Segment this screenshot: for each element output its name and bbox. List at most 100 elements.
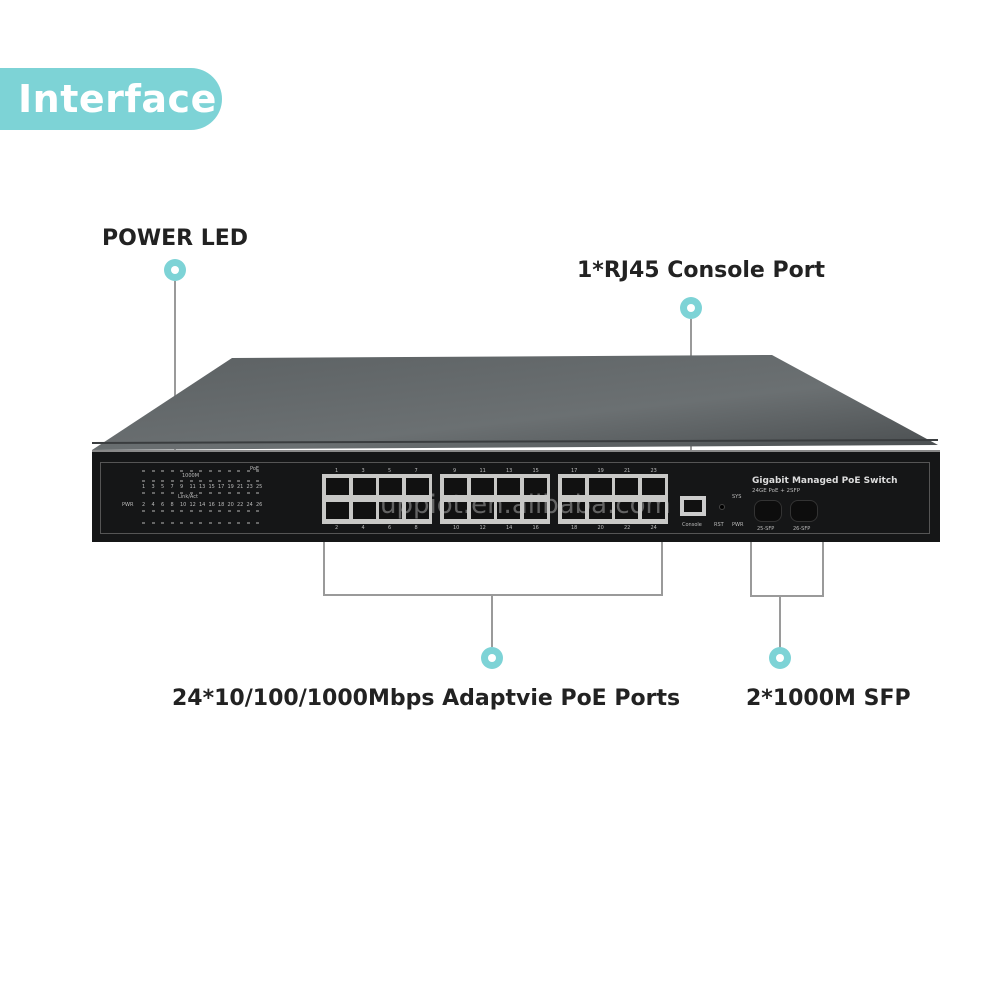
bracket-right-sfp: [822, 520, 824, 596]
poe-port-3[interactable]: [352, 478, 376, 495]
sfp-port-25[interactable]: [754, 500, 782, 522]
status-led: [208, 510, 212, 512]
status-led: [237, 522, 240, 524]
status-led: [227, 480, 231, 482]
callout-dot-console: [680, 297, 702, 319]
poe-port-1[interactable]: [326, 478, 349, 495]
status-led: [142, 492, 145, 494]
status-led: [199, 470, 202, 472]
led-number: 5: [161, 484, 165, 490]
poe-port-6[interactable]: [379, 502, 402, 519]
poe-port-4[interactable]: [352, 502, 376, 519]
section-title: Interface: [18, 77, 217, 121]
poe-port-12[interactable]: [470, 502, 494, 519]
status-led: [246, 492, 250, 494]
callout-dot-sfp: [769, 647, 791, 669]
led-number: 24: [246, 502, 253, 508]
poe-port-13[interactable]: [497, 478, 520, 495]
poe-port-18[interactable]: [562, 502, 585, 519]
poe-port-14[interactable]: [497, 502, 520, 519]
poe-port-17[interactable]: [562, 478, 585, 495]
leader-line-sfp: [779, 596, 781, 648]
poe-port-7[interactable]: [405, 478, 429, 495]
poe-port-5[interactable]: [379, 478, 402, 495]
port-number: 5: [388, 468, 392, 474]
status-led: [208, 470, 212, 472]
status-led: [227, 522, 231, 524]
reset-button[interactable]: [719, 504, 725, 510]
status-led: [161, 522, 164, 524]
status-led: [189, 510, 193, 512]
status-led: [189, 470, 193, 472]
status-led: [218, 510, 221, 512]
status-led: [256, 470, 259, 472]
status-led: [180, 470, 183, 472]
port-number: 6: [388, 525, 392, 531]
port-number: 20: [597, 525, 604, 531]
poe-port-23[interactable]: [641, 478, 665, 495]
poe-port-22[interactable]: [615, 502, 638, 519]
status-led: [246, 480, 250, 482]
led-number: 25: [256, 484, 263, 490]
status-led: [256, 522, 259, 524]
poe-port-21[interactable]: [615, 478, 638, 495]
status-led: [151, 510, 155, 512]
status-led: [142, 522, 145, 524]
port-number: 17: [571, 468, 578, 474]
poe-port-11[interactable]: [470, 478, 494, 495]
poe-port-8[interactable]: [405, 502, 429, 519]
status-led: [256, 492, 259, 494]
poe-port-20[interactable]: [588, 502, 612, 519]
led-number: 14: [199, 502, 206, 508]
sfp-port-26[interactable]: [790, 500, 818, 522]
status-led: [170, 492, 174, 494]
port-number: 4: [361, 525, 365, 531]
poe-port-15[interactable]: [523, 478, 547, 495]
status-led: [237, 492, 240, 494]
led-label-1000m: 1000M: [182, 473, 200, 479]
poe-port-19[interactable]: [588, 478, 612, 495]
led-number: 18: [218, 502, 225, 508]
bracket-left-poe: [323, 535, 325, 595]
port-number: 9: [453, 468, 457, 474]
status-led: [142, 510, 145, 512]
port-number: 1: [335, 468, 339, 474]
status-led: [218, 522, 221, 524]
status-led: [151, 480, 155, 482]
led-number: 6: [161, 502, 165, 508]
status-led: [161, 470, 164, 472]
status-led: [208, 522, 212, 524]
status-led: [151, 470, 155, 472]
poe-port-24[interactable]: [641, 502, 665, 519]
poe-port-9[interactable]: [444, 478, 467, 495]
console-port[interactable]: [680, 496, 706, 516]
pwr-label: PWR: [732, 522, 744, 528]
poe-port-10[interactable]: [444, 502, 467, 519]
status-led: [199, 480, 202, 482]
led-number: 20: [227, 502, 234, 508]
led-number: 10: [180, 502, 187, 508]
watermark: uppiot.en.alibaba.com: [380, 490, 671, 520]
status-led: [161, 480, 164, 482]
port-number: 13: [506, 468, 513, 474]
status-led: [180, 492, 183, 494]
console-label: Console: [682, 522, 702, 528]
led-label-link: Link/Act: [178, 494, 198, 500]
led-label-poe: PoE: [250, 466, 260, 472]
rst-label: RST: [714, 522, 724, 528]
port-number: 22: [624, 525, 631, 531]
led-number: 9: [180, 484, 184, 490]
callout-poe-ports: 24*10/100/1000Mbps Adaptvie PoE Ports: [172, 686, 681, 711]
poe-port-2[interactable]: [326, 502, 349, 519]
led-number: 7: [170, 484, 174, 490]
port-number: 23: [650, 468, 657, 474]
status-led: [237, 470, 240, 472]
poe-port-16[interactable]: [523, 502, 547, 519]
status-led: [246, 470, 250, 472]
status-led: [170, 470, 174, 472]
device-brand-label: Gigabit Managed PoE Switch: [752, 476, 898, 486]
status-led: [218, 492, 221, 494]
